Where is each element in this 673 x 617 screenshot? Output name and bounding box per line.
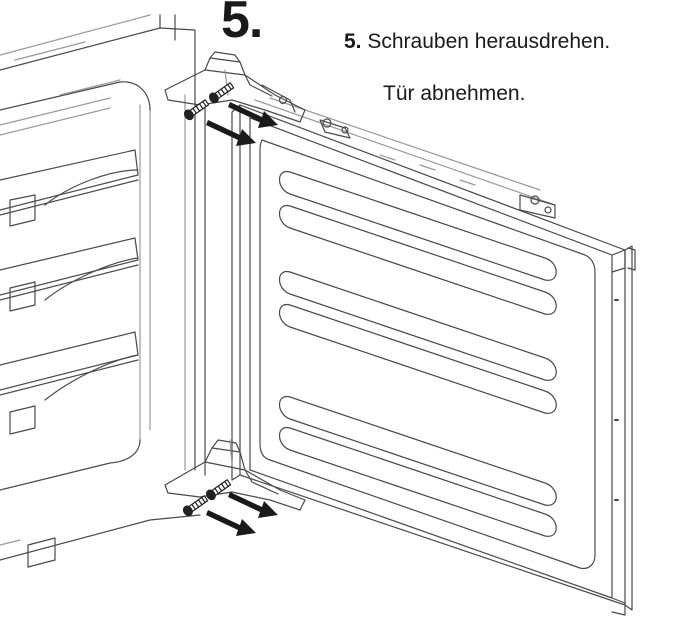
step-number-large: 5. bbox=[221, 0, 263, 49]
action-text: Tür abnehmen. bbox=[383, 82, 526, 105]
step-number: 5. bbox=[344, 30, 362, 53]
bottom-hinge bbox=[164, 439, 306, 511]
cabinet bbox=[0, 14, 206, 568]
screw-icon bbox=[182, 82, 235, 517]
instruction-text: Schrauben herausdrehen. bbox=[367, 30, 611, 53]
door-panel bbox=[231, 97, 636, 616]
step-instruction: 5. Schrauben herausdrehen. bbox=[344, 30, 610, 54]
arrow-down-right-icon bbox=[206, 102, 278, 536]
